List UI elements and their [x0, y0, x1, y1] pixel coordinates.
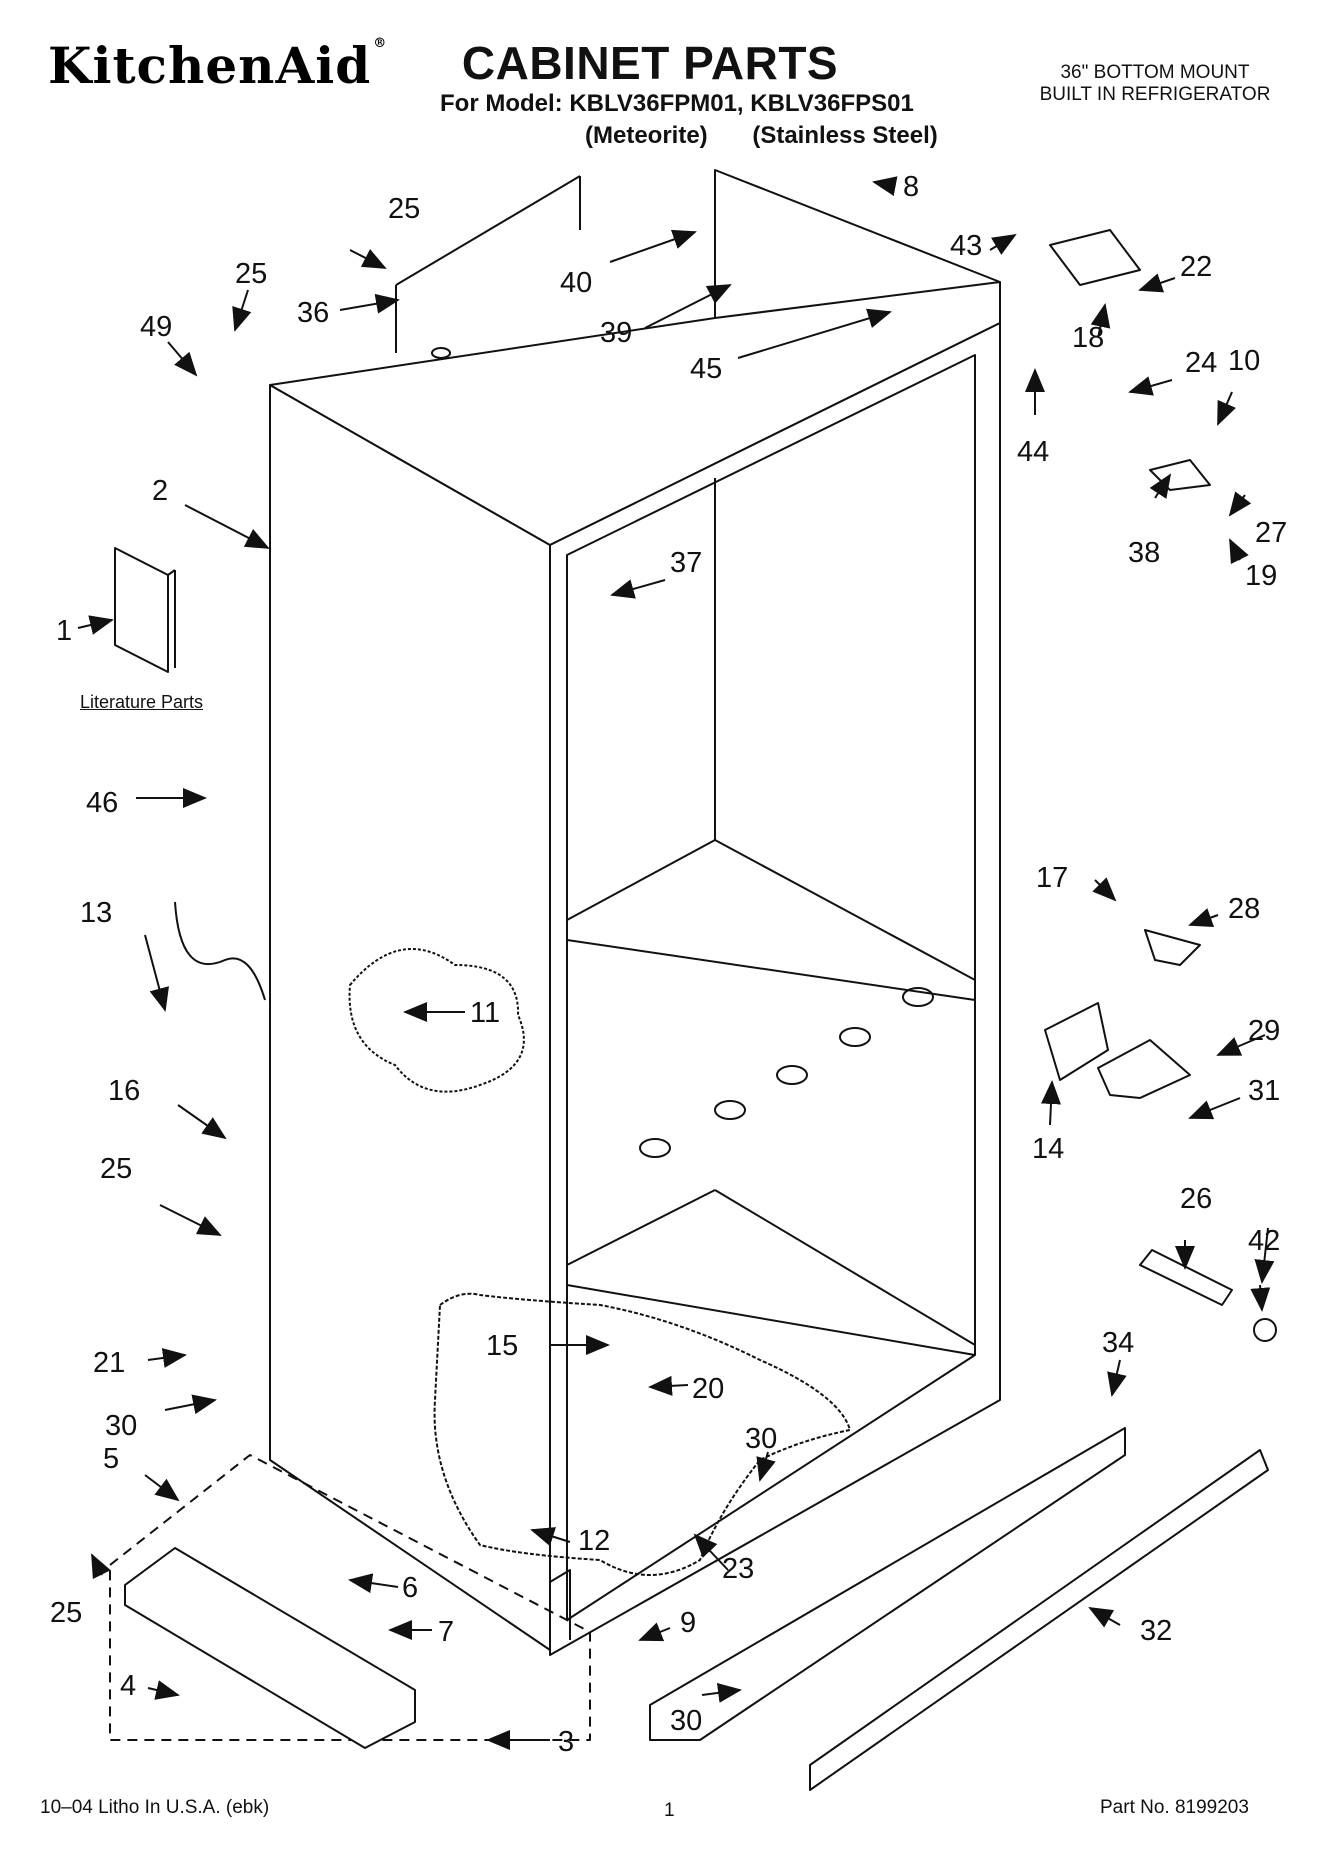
- variant-meteorite: (Meteorite): [585, 122, 708, 149]
- base-frame: [124, 1547, 416, 1749]
- callout-15: 15: [486, 1330, 518, 1362]
- callout-44: 44: [1017, 436, 1049, 468]
- callout-27: 27: [1255, 517, 1287, 549]
- callout-6: 6: [402, 1572, 418, 1604]
- lower-grille-rail: [649, 1427, 1126, 1741]
- callout-36: 36: [297, 297, 329, 329]
- callout-25-mid: 25: [100, 1153, 132, 1185]
- product-type-line1: 36" BOTTOM MOUNT: [1060, 62, 1250, 83]
- callout-43: 43: [950, 230, 982, 262]
- callout-49: 49: [140, 311, 172, 343]
- literature-parts-label: Literature Parts: [80, 692, 204, 712]
- callout-46: 46: [86, 787, 118, 819]
- callout-34: 34: [1102, 1327, 1134, 1359]
- callout-29: 29: [1248, 1015, 1280, 1047]
- callout-31: 31: [1248, 1075, 1280, 1107]
- callout-32: 32: [1140, 1615, 1172, 1647]
- door-closer-26: [1139, 1249, 1233, 1306]
- callout-18: 18: [1072, 322, 1104, 354]
- callout-22: 22: [1180, 251, 1212, 283]
- callout-13: 13: [80, 897, 112, 929]
- footer-part-number: Part No. 8199203: [1100, 1797, 1249, 1818]
- bracket-38: [1149, 459, 1211, 491]
- callout-30-bottom: 30: [670, 1705, 702, 1737]
- callout-10: 10: [1228, 345, 1260, 377]
- hinge-bracket-29: [1097, 1039, 1191, 1099]
- callout-12: 12: [578, 1525, 610, 1557]
- callout-23: 23: [722, 1553, 754, 1585]
- callout-3: 3: [558, 1726, 574, 1758]
- callout-30-left: 30: [105, 1410, 137, 1442]
- cap-42: [1253, 1318, 1277, 1342]
- callout-45: 45: [690, 353, 722, 385]
- literature-booklet: [114, 547, 169, 673]
- callout-25-top: 25: [235, 258, 267, 290]
- footer-page-number: 1: [664, 1800, 675, 1821]
- cabinet-shell: [269, 169, 1001, 1656]
- callout-19: 19: [1245, 560, 1277, 592]
- cutaway-lower: [433, 1292, 851, 1576]
- callout-37: 37: [670, 547, 702, 579]
- base-frame-dashed: [109, 1454, 591, 1741]
- top-hinge-18: [1049, 229, 1141, 286]
- tube-13: [174, 901, 266, 1001]
- callout-42: 42: [1248, 1225, 1280, 1257]
- callout-26: 26: [1180, 1183, 1212, 1215]
- callout-17: 17: [1036, 862, 1068, 894]
- callout-9: 9: [680, 1607, 696, 1639]
- brand-logo: KitchenAid®: [48, 36, 388, 95]
- product-type-line2: BUILT IN REFRIGERATOR: [1039, 84, 1271, 105]
- callout-1: 1: [56, 615, 72, 647]
- callout-40: 40: [560, 267, 592, 299]
- callout-38: 38: [1128, 537, 1160, 569]
- hinge-cam-28: [1144, 929, 1201, 966]
- callout-2: 2: [152, 475, 168, 507]
- callout-8: 8: [903, 171, 919, 203]
- callout-28: 28: [1228, 893, 1260, 925]
- model-numbers: For Model: KBLV36FPM01, KBLV36FPS01: [440, 90, 914, 117]
- callout-7: 7: [438, 1616, 454, 1648]
- callout-5: 5: [103, 1443, 119, 1475]
- hinge-plate-14: [1044, 1002, 1109, 1081]
- callout-25-bottom: 25: [50, 1597, 82, 1629]
- callout-24: 24: [1185, 347, 1217, 379]
- callout-20: 20: [692, 1373, 724, 1405]
- callout-25-top-2: 25: [388, 193, 420, 225]
- toe-kick-32: [809, 1449, 1269, 1791]
- callout-4: 4: [120, 1670, 136, 1702]
- footer-litho: 10–04 Litho In U.S.A. (ebk): [40, 1797, 270, 1818]
- page-title: CABINET PARTS: [461, 37, 839, 89]
- callout-39: 39: [600, 317, 632, 349]
- callout-16: 16: [108, 1075, 140, 1107]
- model-variants: (Meteorite) (Stainless Steel): [585, 122, 938, 150]
- cutaway-insulation: [348, 948, 525, 1093]
- variant-stainless: (Stainless Steel): [752, 122, 938, 149]
- callout-14: 14: [1032, 1133, 1064, 1165]
- callout-11: 11: [470, 997, 500, 1029]
- callout-30-center: 30: [745, 1423, 777, 1455]
- callout-21: 21: [93, 1347, 125, 1379]
